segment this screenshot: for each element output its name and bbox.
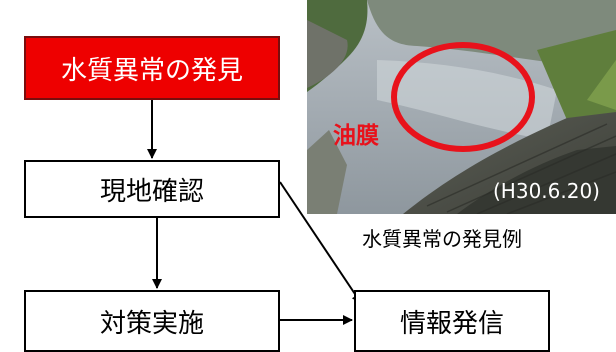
info-release-label: 情報発信 bbox=[399, 308, 504, 339]
site-check-box: 現地確認 bbox=[24, 160, 280, 218]
oil-film-label: 油膜 bbox=[333, 123, 379, 149]
discovery-label: 水質異常の発見 bbox=[60, 55, 243, 86]
photo-date-label: (H30.6.20) bbox=[493, 179, 600, 203]
oil-highlight-circle bbox=[391, 42, 535, 152]
countermeasure-label: 対策実施 bbox=[99, 308, 204, 339]
arrow-check-to-info bbox=[279, 181, 362, 304]
river-photo bbox=[307, 0, 616, 214]
info-release-box: 情報発信 bbox=[354, 290, 550, 352]
discovery-box: 水質異常の発見 bbox=[24, 36, 280, 100]
photo-caption: 水質異常の発見例 bbox=[362, 227, 522, 251]
site-check-label: 現地確認 bbox=[99, 176, 204, 207]
countermeasure-box: 対策実施 bbox=[24, 290, 280, 352]
